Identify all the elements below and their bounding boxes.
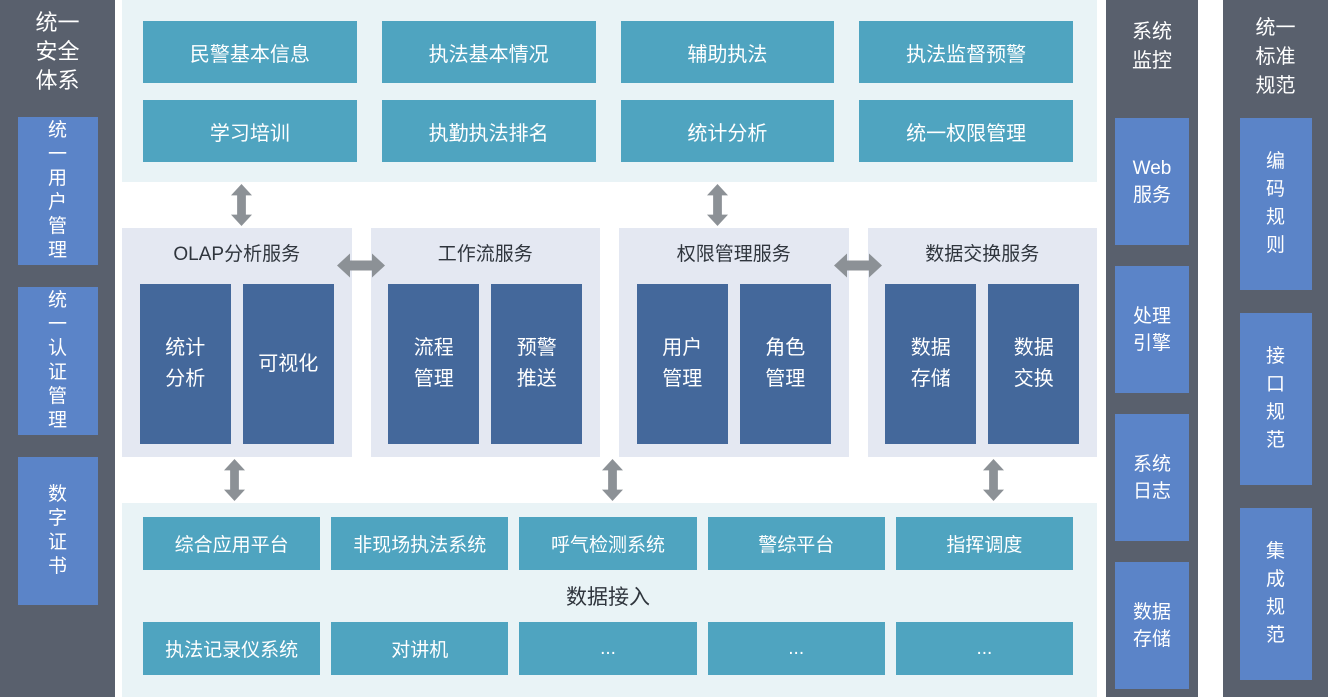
sys-command-dispatch: 指挥调度	[895, 517, 1074, 570]
module-statistics-analysis: 统计 分析	[139, 284, 231, 444]
app-box-duty-enforcement-ranking: 执勤执法排名	[381, 100, 596, 162]
sys-breath-test-system: 呼气检测系统	[519, 517, 697, 570]
sidebar-security-title: 统一 安全 体系	[35, 10, 80, 93]
app-box-supervision-warning: 执法监督预警	[859, 21, 1073, 83]
group-data-exchange-service: 数据交换服务 数据 存储 数据 交换	[867, 228, 1097, 457]
up-down-arrow-icon	[229, 184, 254, 226]
item-coding-rules: 编 码 规 则	[1239, 118, 1312, 290]
group-workflow-service: 工作流服务 流程 管理 预警 推送	[370, 228, 600, 457]
application-row-1: 民警基本信息 执法基本情况 辅助执法 执法监督预警	[143, 21, 1073, 83]
group-title: 权限管理服务	[676, 244, 791, 265]
app-box-unified-permission-management: 统一权限管理	[859, 100, 1073, 162]
dev-enforcement-recorder-system: 执法记录仪系统	[143, 622, 321, 675]
group-title: 工作流服务	[437, 244, 533, 265]
group-title: OLAP分析服务	[173, 244, 301, 265]
module-user-management: 用户 管理	[636, 284, 728, 444]
module-role-management: 角色 管理	[739, 284, 831, 444]
up-down-arrow-icon	[981, 459, 1006, 501]
sidebar-monitoring-title: 系统 监控	[1132, 21, 1172, 72]
data-access-label: 数据接入	[566, 586, 650, 609]
module-visualization: 可视化	[242, 284, 334, 444]
module-data-exchange: 数据 交换	[988, 284, 1080, 444]
sidebar-unified-security: 统一 安全 体系 统 一 用 户 管 理 统 一 认 证 管 理 数 字 证 书	[0, 0, 115, 697]
group-title: 数据交换服务	[925, 244, 1040, 265]
sidebar-system-monitoring: 系统 监控 Web 服务 处理 引擎 系统 日志 数据 存储	[1106, 0, 1198, 697]
dev-ellipsis-2: ...	[707, 622, 885, 675]
dev-intercom: 对讲机	[331, 622, 509, 675]
sidebar-monitoring-items: Web 服务 处理 引擎 系统 日志 数据 存储	[1115, 118, 1189, 689]
sidebar-standards-items: 编 码 规 则 接 口 规 范 集 成 规 范	[1239, 118, 1312, 680]
up-down-arrow-icon	[222, 459, 247, 501]
data-access-panel: 综合应用平台 非现场执法系统 呼气检测系统 警综平台 指挥调度 数据接入 执法记…	[122, 503, 1097, 697]
item-digital-certificate: 数 字 证 书	[17, 457, 98, 605]
item-unified-auth-management: 统 一 认 证 管 理	[17, 287, 98, 435]
item-interface-spec: 接 口 规 范	[1239, 313, 1312, 485]
left-right-arrow-icon	[834, 252, 882, 279]
systems-row: 综合应用平台 非现场执法系统 呼气检测系统 警综平台 指挥调度	[143, 517, 1074, 570]
item-system-log: 系统 日志	[1115, 414, 1189, 541]
item-unified-user-management: 统 一 用 户 管 理	[17, 117, 98, 265]
sys-offsite-enforcement-system: 非现场执法系统	[331, 517, 509, 570]
sys-integrated-application-platform: 综合应用平台	[143, 517, 321, 570]
sidebar-unified-standards: 统一 标准 规范 编 码 规 则 接 口 规 范 集 成 规 范	[1223, 0, 1328, 697]
app-box-police-basic-info: 民警基本信息	[143, 21, 357, 83]
up-down-arrow-icon	[600, 459, 625, 501]
group-permission-management-service: 权限管理服务 用户 管理 角色 管理	[619, 228, 849, 457]
module-data-storage: 数据 存储	[885, 284, 977, 444]
left-right-arrow-icon	[337, 252, 385, 279]
up-down-arrow-icon	[705, 184, 730, 226]
app-box-enforcement-basic-situation: 执法基本情况	[381, 21, 596, 83]
app-box-auxiliary-enforcement: 辅助执法	[620, 21, 835, 83]
sidebar-standards-title: 统一 标准 规范	[1255, 17, 1296, 97]
dev-ellipsis-3: ...	[895, 622, 1074, 675]
item-processing-engine: 处理 引擎	[1115, 266, 1189, 393]
dev-ellipsis-1: ...	[519, 622, 697, 675]
application-row-2: 学习培训 执勤执法排名 统计分析 统一权限管理	[143, 100, 1073, 162]
item-data-storage: 数据 存储	[1115, 562, 1189, 689]
module-warning-push: 预警 推送	[491, 284, 583, 444]
devices-row: 执法记录仪系统 对讲机 ... ... ...	[143, 622, 1074, 675]
sys-police-integrated-platform: 警综平台	[707, 517, 885, 570]
app-box-statistics-analysis: 统计分析	[620, 100, 835, 162]
app-box-learning-training: 学习培训	[143, 100, 357, 162]
main-diagram-area: 民警基本信息 执法基本情况 辅助执法 执法监督预警 学习培训 执勤执法排名 统计…	[122, 0, 1097, 697]
module-process-management: 流程 管理	[388, 284, 480, 444]
sidebar-security-items: 统 一 用 户 管 理 统 一 认 证 管 理 数 字 证 书	[17, 117, 98, 605]
group-olap-analysis-service: OLAP分析服务 统计 分析 可视化	[122, 228, 352, 457]
item-integration-spec: 集 成 规 范	[1239, 508, 1312, 680]
item-web-service: Web 服务	[1115, 118, 1189, 245]
service-groups-row: OLAP分析服务 统计 分析 可视化 工作流服务 流程 管理 预警 推送 权限管…	[122, 228, 1097, 457]
application-panel: 民警基本信息 执法基本情况 辅助执法 执法监督预警 学习培训 执勤执法排名 统计…	[122, 0, 1097, 182]
